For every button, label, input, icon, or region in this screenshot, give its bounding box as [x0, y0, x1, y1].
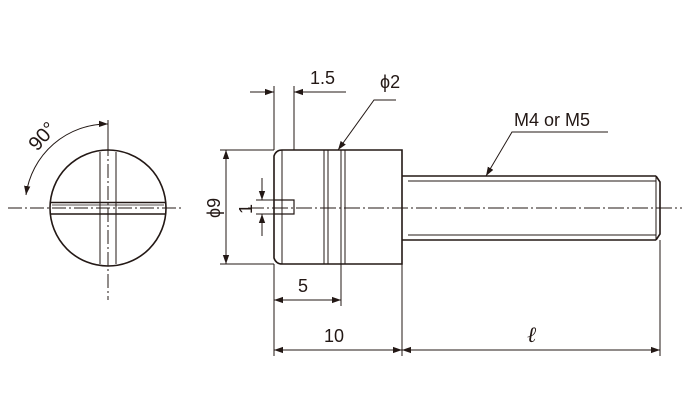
slot-depth-label: 1: [236, 204, 256, 214]
angle-arc: [24, 120, 109, 196]
slot-width-label: 1.5: [310, 68, 335, 88]
head-outline: [273, 149, 403, 265]
angle-label: 90°: [24, 118, 61, 155]
thread-label: M4 or M5: [514, 110, 590, 130]
head-diameter-label: ϕ9: [204, 198, 224, 218]
slot-outline: [274, 199, 295, 215]
side-view: [49, 149, 167, 267]
front-view: [273, 149, 661, 265]
dimension-lines: [220, 86, 661, 356]
head-length-label: 10: [324, 326, 344, 346]
groove-position-label: 5: [298, 276, 308, 296]
shank-length-label: ℓ: [527, 322, 537, 347]
thread-leader: [485, 131, 608, 177]
angle-dimension: [24, 120, 109, 196]
groove-diameter-label: ϕ2: [380, 72, 400, 92]
shank-end: [655, 175, 661, 241]
groove-leader: [337, 99, 396, 151]
